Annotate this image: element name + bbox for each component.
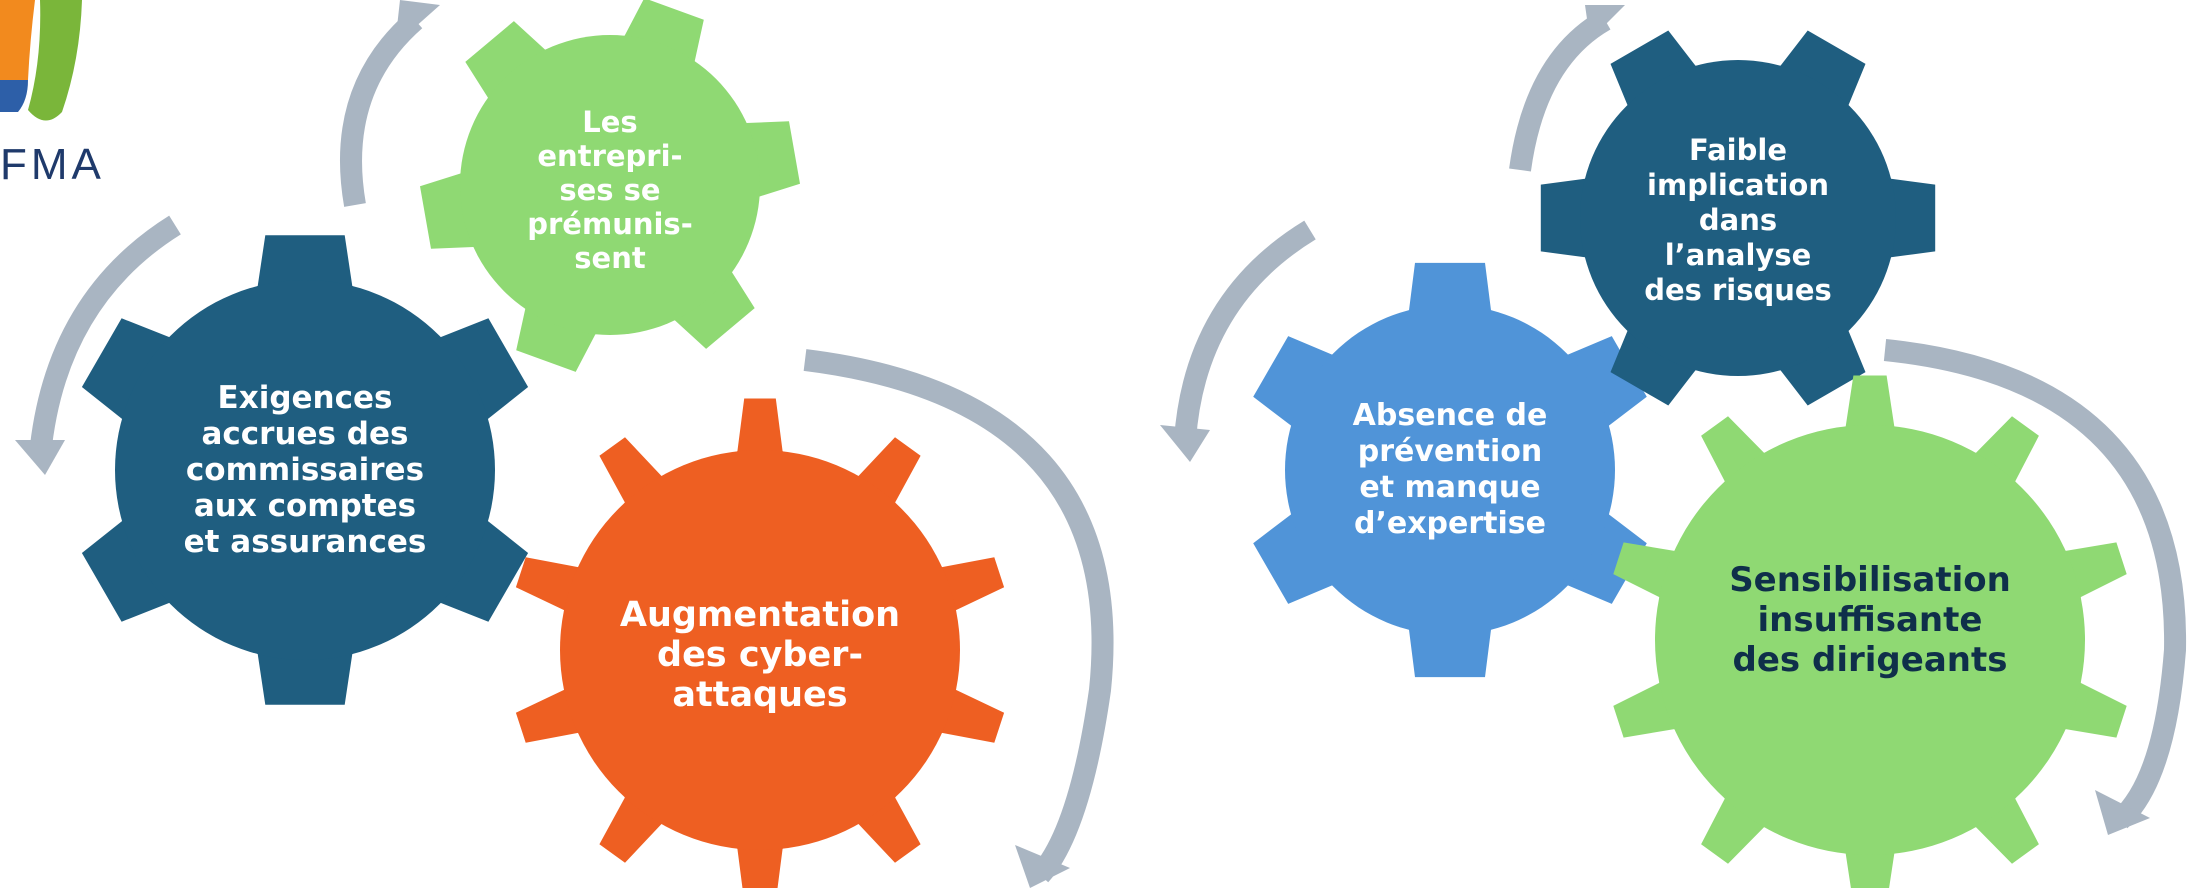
arrow-left-top — [340, 0, 440, 207]
arrow-right-left-body — [1174, 220, 1316, 441]
arrow-left-top-body — [340, 11, 423, 207]
gear-label-faible-implication: Faible implication dans l’analyse des ri… — [1644, 132, 1832, 307]
gear-exigences — [81, 235, 529, 705]
arrow-right-left-head — [1160, 425, 1210, 462]
arrow-left-left — [15, 215, 181, 475]
arrow-left-top-head — [395, 0, 440, 45]
cycle-arrows — [15, 0, 2187, 888]
gear-absence-prevention — [1253, 262, 1647, 678]
arrow-right-big-body — [1883, 339, 2187, 829]
arrow-right-top-body — [1509, 10, 1611, 172]
gear-sensibilisation-body — [1655, 425, 2085, 855]
gear-exigences-body — [115, 280, 495, 660]
gear-absence-prevention-body — [1285, 305, 1615, 635]
logo-blue-shape — [0, 80, 28, 112]
gear-faible-implication-body — [1580, 60, 1896, 376]
arrow-right-left — [1160, 220, 1316, 462]
gear-cyberattaques-body — [560, 450, 960, 850]
gear-label-exigences: Exigences accrues des commissaires aux c… — [183, 380, 427, 560]
gear-label-cyberattaques: Augmentation des cyber- attaques — [619, 595, 901, 715]
arrow-left-left-body — [29, 215, 181, 457]
arrow-right-top — [1509, 5, 1625, 172]
gear-sensibilisation — [1613, 375, 2127, 888]
arrow-right-big — [1883, 339, 2187, 835]
gear-label-absence-prevention: Absence de prévention et manque d’expert… — [1352, 398, 1548, 541]
logo-green-shape — [28, 0, 82, 121]
arrow-left-big-head — [1015, 845, 1070, 888]
arrow-left-big-body — [803, 349, 1114, 883]
logo-orange-shape — [0, 0, 35, 80]
gear-faible-implication — [1540, 30, 1936, 406]
gear-entreprises — [420, 0, 800, 372]
arrow-right-top-head — [1585, 5, 1625, 40]
gears-layer — [81, 0, 2127, 888]
arrow-right-big-head — [2095, 790, 2150, 835]
logo-text: FMA — [0, 140, 105, 189]
logo-mark — [0, 0, 82, 121]
gear-entreprises-body — [460, 35, 760, 335]
arrow-left-big — [803, 349, 1114, 888]
arrow-left-left-head — [15, 440, 65, 475]
gear-label-entreprises: Les entrepri- ses se prémunis- sent — [527, 105, 693, 275]
gear-label-sensibilisation: Sensibilisation insuffisante des dirigea… — [1729, 560, 2011, 680]
gear-cyberattaques — [515, 398, 1005, 888]
